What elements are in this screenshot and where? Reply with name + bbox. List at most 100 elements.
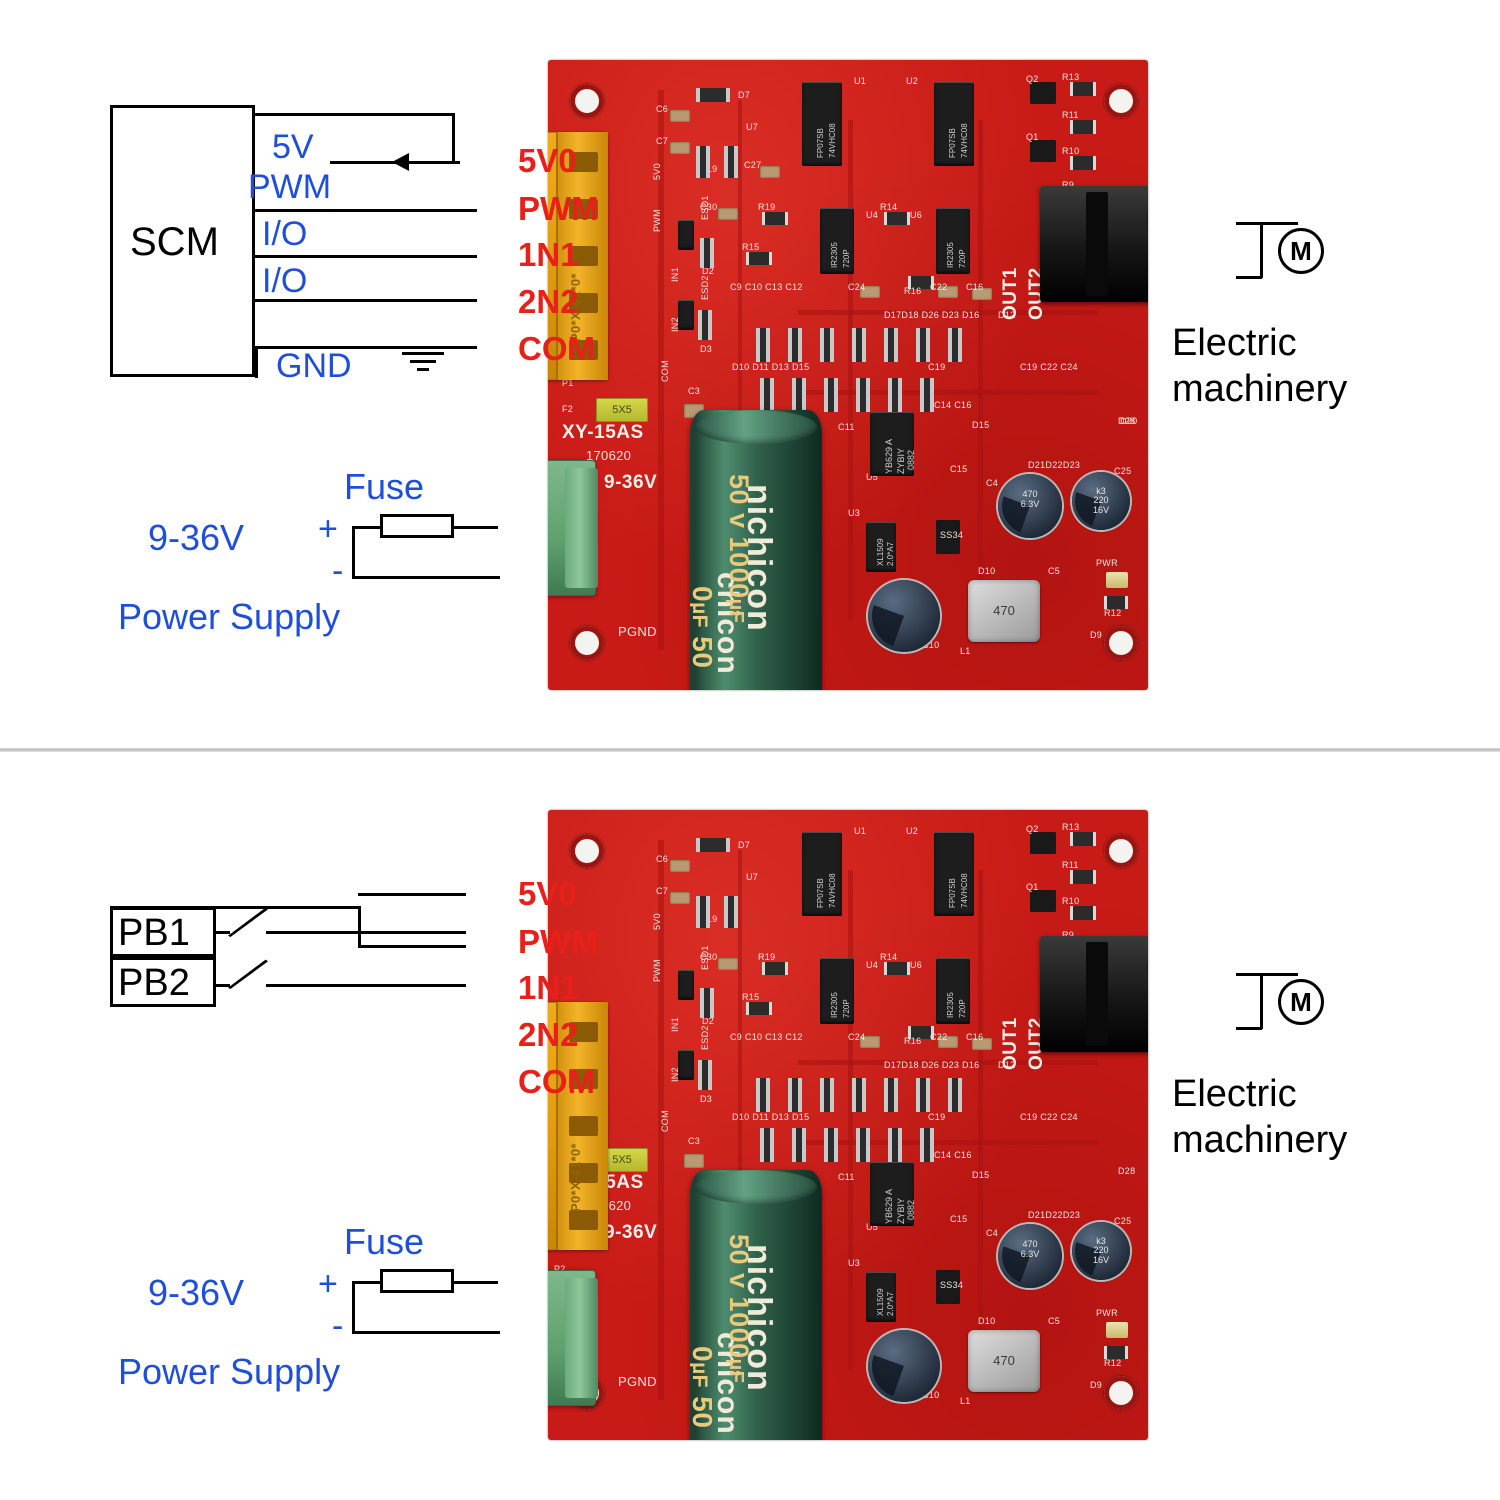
resistor-ref-r11: R11 [1062, 110, 1079, 120]
diode-d19 [696, 896, 710, 928]
ic-yb629-text: YB629 A [884, 1188, 894, 1224]
ic-u4-text: IR2305 [830, 992, 839, 1018]
diode-array [824, 1128, 838, 1162]
resistor-r12 [1104, 596, 1128, 609]
ecap-bottom-text [868, 1330, 940, 1402]
power-terminal-block[interactable] [548, 460, 598, 596]
cap-ref-c25: C24 [848, 1032, 866, 1042]
cap-c6 [670, 860, 690, 872]
ic-ref-u1: U1 [854, 826, 867, 836]
connector-ref-p2: P2 [554, 1264, 566, 1274]
diode-array [756, 1078, 770, 1112]
diode-array [884, 1078, 898, 1112]
wire-5v [255, 113, 455, 116]
ic-u2: FP07SB 74VHC08 [930, 832, 978, 916]
diode-array [948, 1078, 962, 1112]
pb1-switch-icon [228, 907, 268, 937]
cap-ref-c5: C5 [1048, 566, 1061, 576]
cap-ref-c6: C6 [656, 854, 669, 864]
wire-io2 [255, 299, 477, 302]
resistor-ref-r19: R16 [904, 286, 922, 296]
diode-array [756, 328, 770, 362]
diode-ref-d2: D2 [702, 266, 715, 276]
wire-vplus2 [452, 526, 498, 529]
resistor-ref-r9: R9 [1062, 180, 1075, 190]
ic-0882-text: 0882 [906, 1199, 916, 1220]
cap-c6 [670, 110, 690, 122]
resistor-r11 [1070, 120, 1096, 134]
diode-array [852, 328, 866, 362]
pin-silk-5v0: 5V0 [652, 163, 662, 180]
pb2-wire-left [216, 984, 230, 987]
signal-label-io1: I/O [262, 215, 308, 253]
wire-gnd-v [255, 348, 258, 378]
diode-ref-d9: D10 [978, 1316, 996, 1326]
signal-label-5v: 5V [272, 128, 314, 166]
diode-array [792, 1128, 806, 1162]
mounting-hole [1104, 626, 1138, 660]
motor-label-line1: Electric [1172, 1073, 1297, 1115]
diode-array [916, 1078, 930, 1112]
panel-scm-wiring: XY-15AS 170620 9-36V PGND P1 F2 P2 P3 5V… [0, 0, 1500, 745]
voltage-label: 9-36V [148, 517, 245, 558]
power-terminal-block[interactable] [548, 1270, 598, 1406]
diode-array [852, 1078, 866, 1112]
resistor-r19 [908, 1026, 934, 1039]
motor-output-terminal-block[interactable] [1040, 186, 1148, 302]
diode-refs-row1: D17D18 D26 D23 D16 [884, 1060, 980, 1070]
big-electrolytic-capacitor: nichicon chicon 50 v 1000µF 0µF 50 [690, 410, 822, 690]
diode-d2 [700, 238, 714, 268]
ic-ref-u3: U3 [848, 1258, 861, 1268]
diode-array [760, 1128, 774, 1162]
resistor-r10 [1070, 906, 1096, 920]
ic-u3-text2: 2.0*A7 [886, 541, 895, 566]
pin-silk-com: COM [660, 1110, 670, 1132]
panel-pushbutton-wiring: XY-15AS 170620 9-36V PGND P1 F2 P2 P3 5V… [0, 755, 1500, 1500]
motor-label-line2: machinery [1172, 1119, 1348, 1161]
resistor-ref-r12: R12 [1104, 1358, 1122, 1368]
diode-array [916, 328, 930, 362]
ic-u4: IR2305 720P [816, 208, 858, 274]
resistor-r16 [762, 212, 788, 225]
wire-vminus-v [352, 526, 355, 578]
inductor-ref-l1: L1 [960, 1396, 971, 1406]
pb1-wire-right [266, 931, 466, 934]
cap-ref-c17: C16 [966, 1032, 984, 1042]
ic-yb629-text: YB629 A [884, 438, 894, 474]
diode-ref-d28: D28 [1118, 1166, 1136, 1176]
ic-u1: FP07SB 74VHC08 [798, 82, 846, 166]
input-terminal-block[interactable]: P0*X-41*0* [548, 1002, 608, 1250]
signal-label-gnd: GND [276, 347, 352, 385]
board-datecode-silk: 170620 [586, 448, 632, 463]
board-voltage-silk: 9-36V [604, 1222, 658, 1243]
cap-ref-c23: C22 [930, 1032, 948, 1042]
resistor-r15 [746, 1002, 772, 1015]
cap-ref-c27: C27 [744, 160, 762, 170]
pcb-board-top: XY-15AS 170620 9-36V PGND P1 F2 P2 P3 5V… [548, 60, 1148, 690]
cap-refs-mid: C9 C10 C13 C12 [730, 282, 803, 292]
motor-label-line1: Electric [1172, 322, 1297, 364]
diode-ref-d7: D9 [1090, 630, 1103, 640]
sot-ss34-text: SS34 [940, 530, 964, 540]
diode-d1 [724, 896, 738, 928]
cap-ref-c3: C3 [688, 1136, 701, 1146]
ic-u2: FP07SB 74VHC08 [930, 82, 978, 166]
ic-u4-text: IR2305 [830, 242, 839, 268]
terminal-lip [564, 1278, 598, 1398]
resistor-ref-r14: R14 [880, 202, 898, 212]
cap-ref-c5: C5 [1048, 1316, 1061, 1326]
ic-u1-text2: 74VHC08 [828, 123, 837, 158]
capacitor-value: 50 v 1000µF [724, 1234, 754, 1384]
cap-ref-c23: C22 [930, 282, 948, 292]
diode-refs-row2: D10 D11 D13 D15 [732, 1112, 810, 1122]
pwr-led [1106, 1322, 1128, 1338]
input-terminal-block[interactable]: P0*X-41*0* [548, 132, 608, 380]
capacitor-value2: 0µF 50 [690, 1346, 718, 1429]
cap-refs-c14: C14 C16 [934, 1150, 972, 1160]
cap-refs-right: C19 C22 C24 [1020, 1112, 1078, 1122]
esd2-silk: ESD2 [700, 1025, 710, 1050]
motor-output-terminal-block[interactable] [1040, 936, 1148, 1052]
